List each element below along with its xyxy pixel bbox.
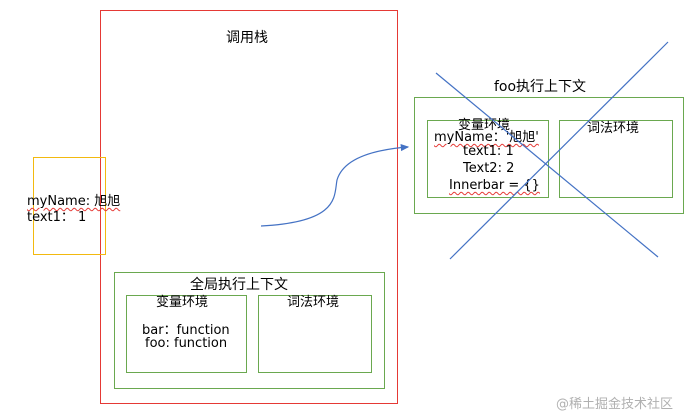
foo-variable-env-box [427, 120, 549, 198]
global-lexical-env-title: 词法环境 [287, 295, 340, 310]
global-context-frame [114, 272, 385, 389]
global-context-title: 全局执行上下文 [190, 277, 288, 293]
global-variable-env-line-1: bar：function [142, 323, 230, 338]
foo-variable-env-line-2: text1: 1 [463, 144, 514, 159]
foo-context-frame [414, 97, 684, 214]
global-variable-env-title: 变量环境 [156, 295, 209, 310]
foo-lexical-env-title: 词法环境 [587, 121, 640, 136]
foo-variable-env-line-4-text: Innerbar = {} [449, 178, 540, 193]
global-variable-env-box [126, 295, 247, 373]
closure-line-2: text1： 1 [27, 210, 87, 225]
cross-out-line-2 [449, 41, 669, 260]
context-push-arrow [260, 143, 410, 227]
foo-variable-env-line-1: myName：'旭旭' [434, 126, 539, 145]
foo-variable-env-line-1-text: myName：'旭旭' [434, 130, 539, 145]
call-stack-title: 调用栈 [226, 30, 268, 46]
call-stack-frame [100, 10, 398, 404]
foo-variable-env-line-3: Text2: 2 [463, 161, 515, 176]
global-lexical-env-box [258, 295, 372, 373]
closure-line-1: myName: 旭旭 [27, 190, 120, 209]
foo-variable-env-line-4: Innerbar = {} [449, 178, 540, 193]
foo-context-title: foo执行上下文 [494, 79, 587, 95]
closure-line-1-text: myName: 旭旭 [27, 194, 121, 209]
cross-out-line-1 [435, 72, 659, 258]
watermark: @稀土掘金技术社区 [556, 397, 674, 412]
global-variable-env-line-2: foo: function [145, 336, 228, 351]
foo-variable-env-title: 变量环境 [458, 118, 511, 133]
closure-box [33, 157, 106, 255]
foo-lexical-env-box [559, 120, 673, 198]
